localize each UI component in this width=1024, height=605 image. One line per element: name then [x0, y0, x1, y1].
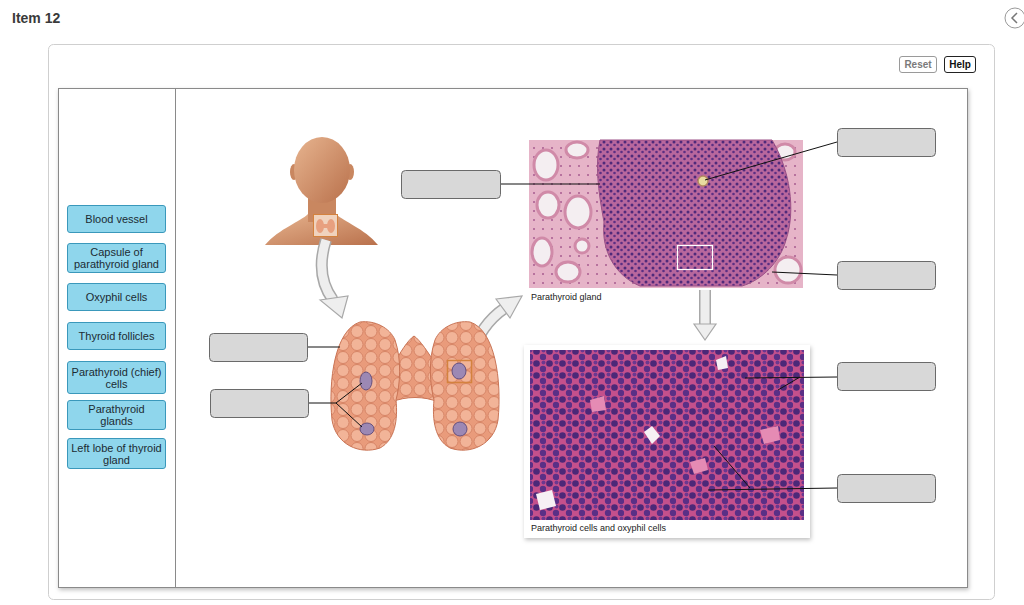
caption-label: Parathyroid gland: [530, 292, 603, 302]
micrograph: [524, 345, 810, 538]
divider: [175, 89, 176, 587]
label-tile: Capsule of parathyroid gland: [67, 243, 166, 273]
label-text: Reset: [904, 59, 931, 70]
parathyroid-gland: [452, 363, 466, 379]
item-title: Item 12: [12, 10, 60, 26]
label-text: Help: [949, 59, 971, 70]
help-button: Help: [944, 56, 976, 73]
label-text: Capsule of parathyroid gland: [71, 246, 162, 270]
reset-button: Reset: [899, 56, 937, 73]
micrograph: [529, 140, 803, 288]
zoom-arrow: [694, 290, 716, 340]
inner-frame: [59, 89, 968, 588]
caption-label: Parathyroid cells and oxyphil cells: [530, 523, 667, 533]
label-tile: Blood vessel: [67, 205, 166, 233]
parathyroid-gland: [360, 423, 374, 435]
parathyroid-gland: [453, 422, 467, 436]
label-text: Thyroid follicles: [79, 330, 155, 342]
label-text: Parathyroid glands: [71, 403, 162, 427]
thyroid-gland: [331, 322, 499, 450]
parathyroid-gland: [360, 372, 372, 390]
drop-target: [210, 129, 936, 503]
label-text: Oxyphil cells: [86, 291, 148, 303]
label-text: Parathyroid (chief) cells: [71, 366, 162, 390]
head-figure: [265, 137, 378, 245]
label-tile: Parathyroid glands: [67, 400, 166, 430]
label-tile: Oxyphil cells: [67, 283, 166, 311]
label-text: Blood vessel: [85, 213, 147, 225]
label-tile: Parathyroid (chief) cells: [67, 361, 166, 394]
back-button: [1005, 8, 1024, 28]
label-tile: Thyroid follicles: [67, 322, 166, 350]
leader-line: [308, 142, 837, 490]
zoom-arrow: [320, 240, 348, 318]
label-tile: Left lobe of thyroid gland: [67, 438, 166, 469]
outer-panel: [49, 45, 995, 600]
label-text: Left lobe of thyroid gland: [71, 442, 162, 466]
